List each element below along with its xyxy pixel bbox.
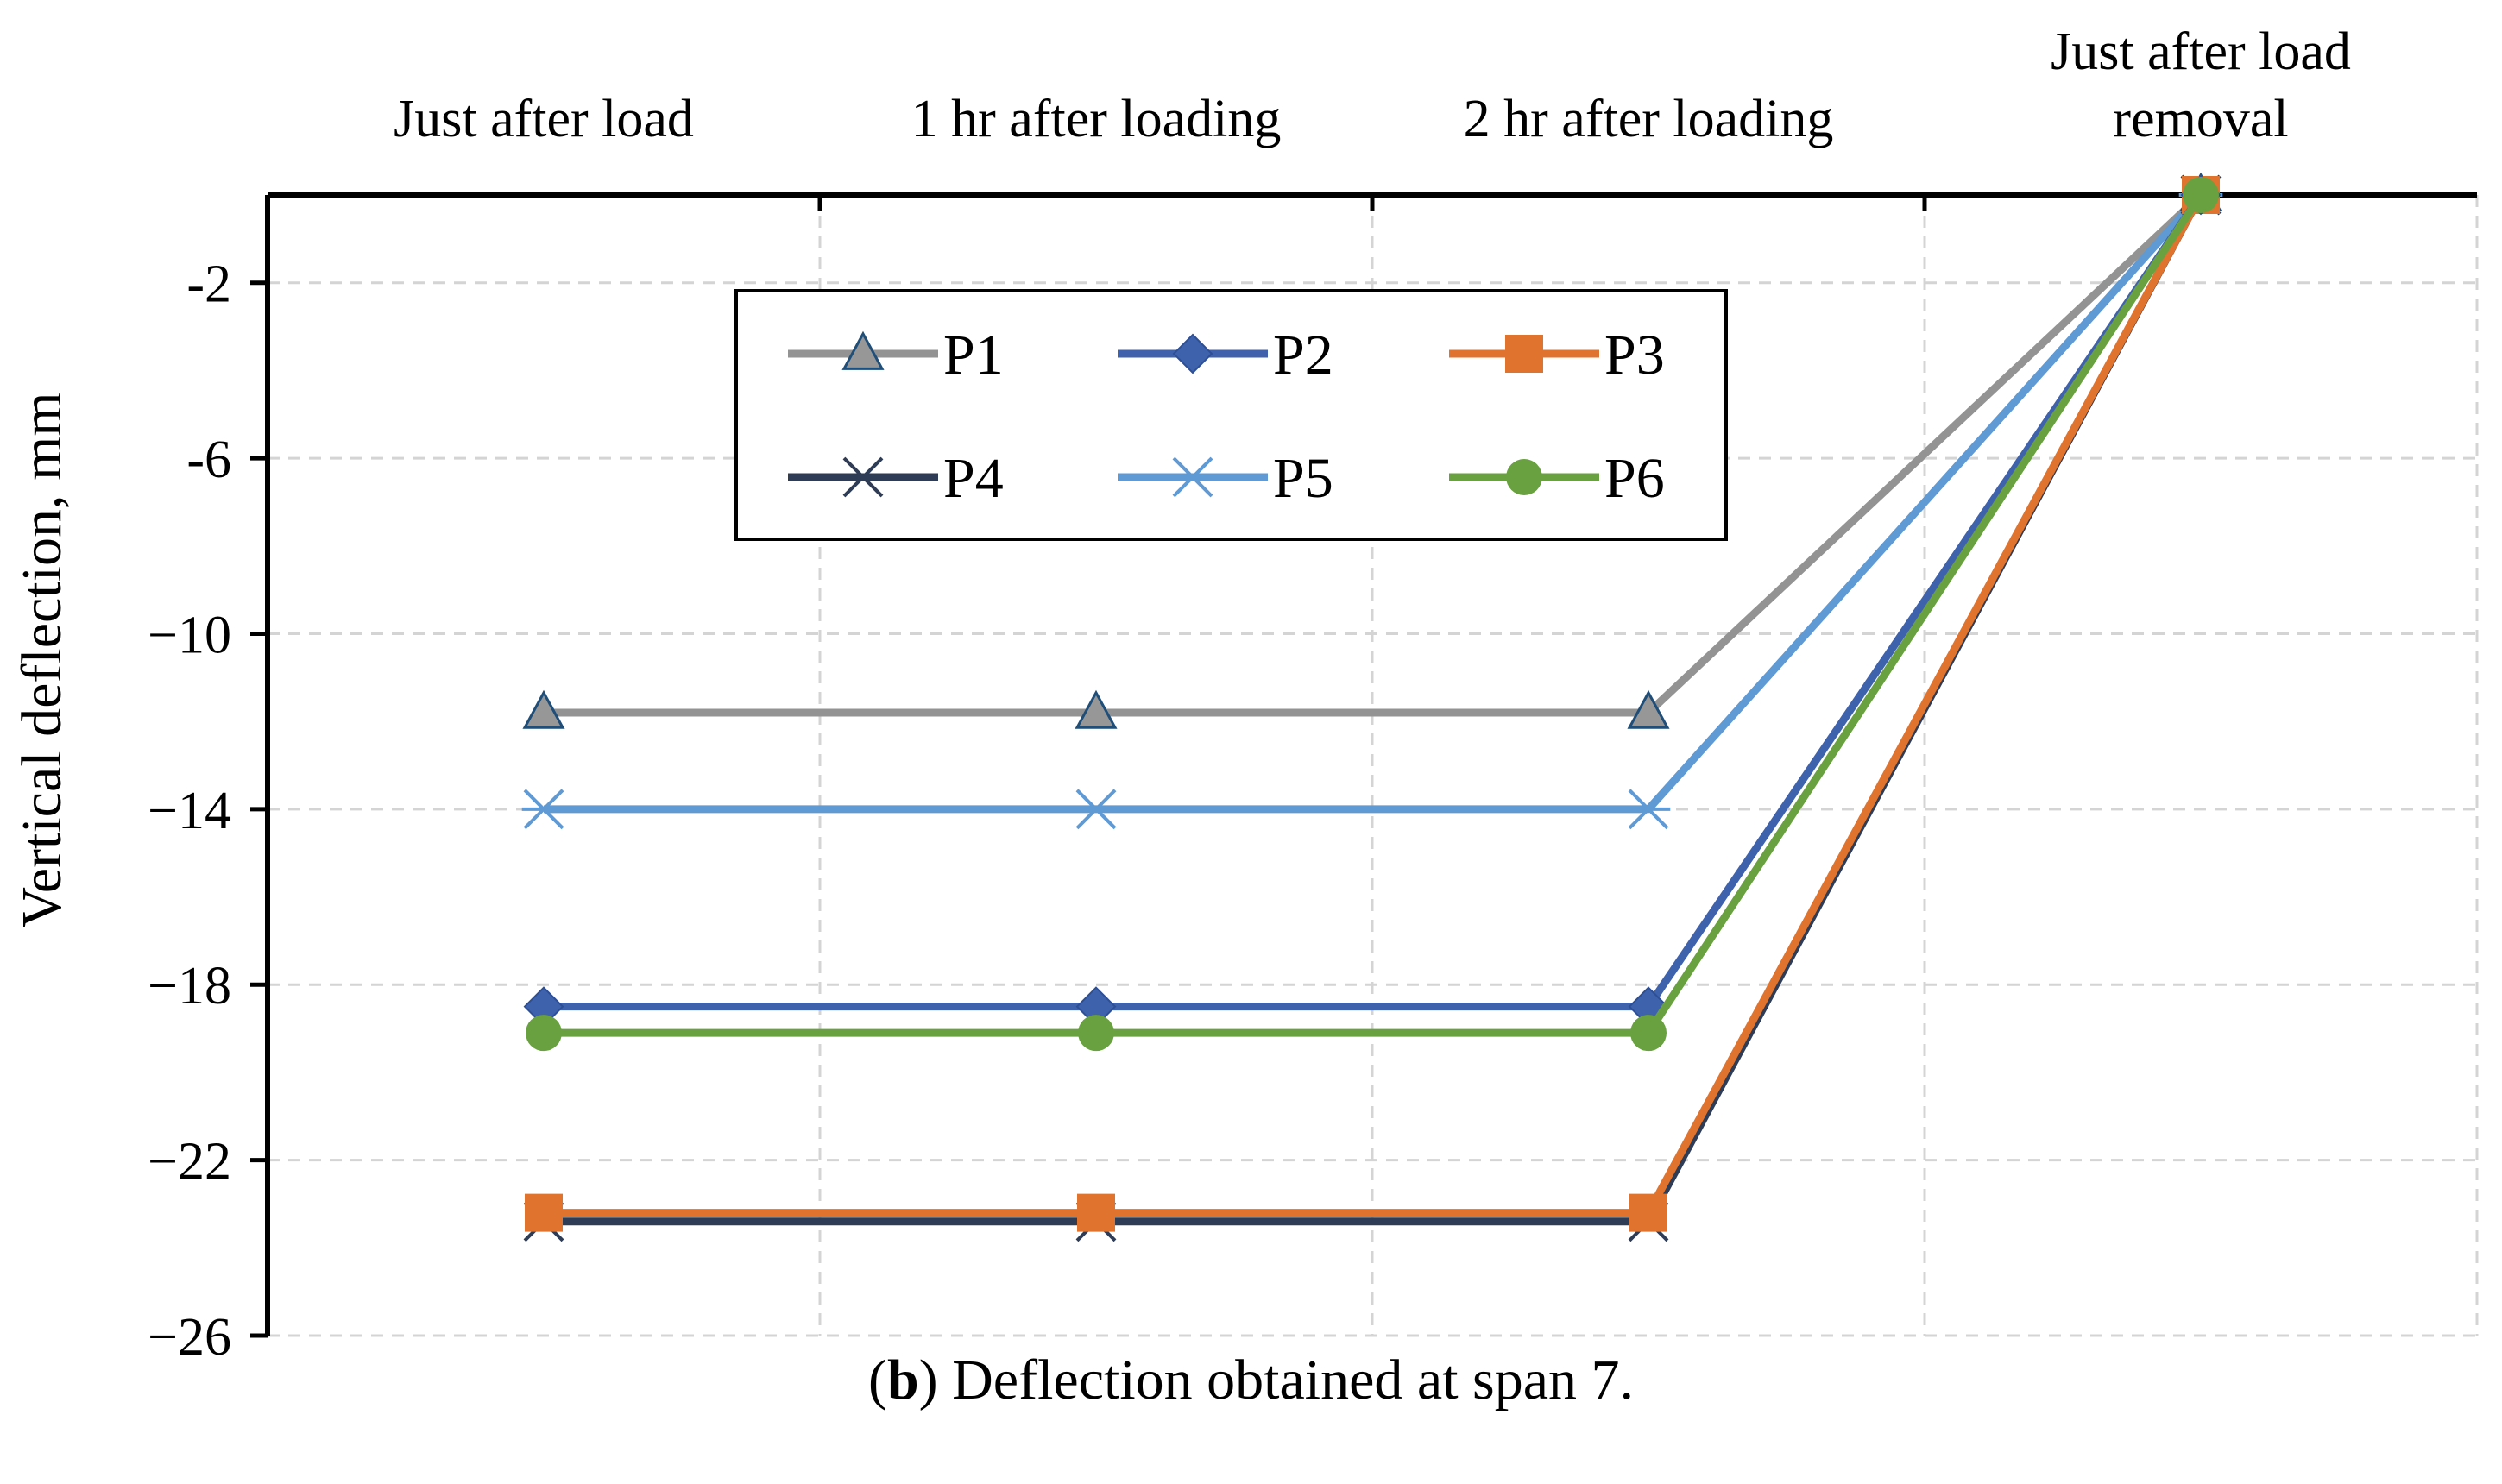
legend-item-p2: P2 <box>1118 324 1333 387</box>
marker-circle <box>1078 1015 1114 1052</box>
legend-label: P1 <box>943 324 1004 387</box>
series-line <box>544 192 2204 1217</box>
marker-asterisk <box>1170 456 1215 498</box>
marker-triangle <box>841 330 885 370</box>
caption-letter: b <box>886 1349 919 1412</box>
category-label: 2 hr after loading <box>1464 90 1834 148</box>
marker-triangle <box>522 689 565 729</box>
marker-x <box>842 456 884 498</box>
legend-item-p6: P6 <box>1449 447 1665 510</box>
marker-triangle <box>1627 689 1670 729</box>
legend-item-p3: P3 <box>1449 324 1665 387</box>
legend-item-p5: P5 <box>1118 447 1333 510</box>
marker-circle <box>1506 459 1542 495</box>
marker-square <box>1629 1193 1667 1232</box>
marker-triangle <box>1075 689 1118 729</box>
series-p6 <box>526 177 2219 1052</box>
legend-label: P2 <box>1273 324 1333 387</box>
category-label: Just after load <box>394 90 694 148</box>
y-axis-label: Vertical deflection, mm <box>10 392 73 928</box>
marker-circle <box>526 1015 562 1052</box>
category-labels: Just after load 1 hr after loading 2 hr af… <box>394 22 2351 148</box>
axes <box>250 192 2477 1338</box>
legend-label: P3 <box>1604 324 1665 387</box>
series-line <box>544 192 2204 1037</box>
marker-diamond <box>1172 333 1213 374</box>
legend-label: P6 <box>1604 447 1665 510</box>
legend-item-p1: P1 <box>788 324 1004 387</box>
category-label: 1 hr after loading <box>911 90 1282 148</box>
marker-asterisk <box>1626 789 1671 830</box>
marker-square <box>1505 335 1543 373</box>
y-tick-label: −26 <box>148 1308 231 1367</box>
marker-square <box>525 1193 563 1232</box>
y-tick-label: −10 <box>148 606 231 664</box>
y-tick-label: −22 <box>148 1133 231 1192</box>
marker-asterisk <box>521 789 566 830</box>
marker-circle <box>1630 1015 1667 1052</box>
legend-label: P5 <box>1273 447 1333 510</box>
legend-item-p4: P4 <box>788 447 1004 510</box>
marker-asterisk <box>1074 789 1119 830</box>
caption-open: ( <box>867 1349 887 1412</box>
marker-circle <box>2183 177 2219 213</box>
y-tick-label: -6 <box>186 431 231 489</box>
legend-label: P4 <box>943 447 1004 510</box>
series-line <box>544 192 2204 1011</box>
series-group <box>521 172 2223 1242</box>
marker-square <box>1077 1193 1115 1232</box>
y-tick-label: −14 <box>148 782 231 840</box>
y-tick-labels: -2 -6 −10 −14 −18 −22 −26 <box>148 255 231 1367</box>
series-line <box>544 192 2204 814</box>
marker-x-stroke <box>842 456 884 498</box>
series-line <box>544 192 2204 717</box>
y-tick-label: −18 <box>148 957 231 1016</box>
y-tick-label: -2 <box>186 255 231 314</box>
figure-caption: (b) Deflection obtained at span 7. <box>0 1346 2502 1415</box>
legend-box <box>734 289 1728 541</box>
caption-text: ) Deflection obtained at span 7. <box>918 1349 1635 1412</box>
